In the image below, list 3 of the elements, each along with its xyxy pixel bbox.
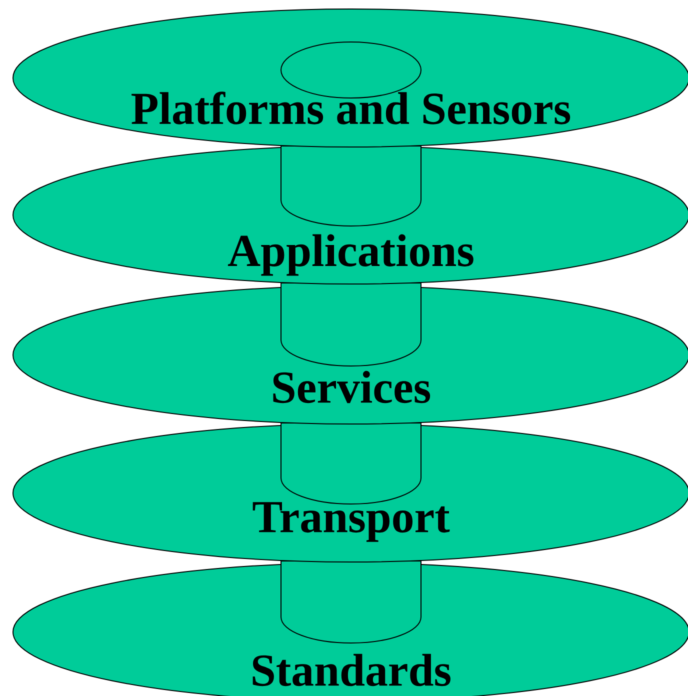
cylinder-segment — [280, 282, 422, 366]
cylinder-segment — [280, 146, 422, 226]
cylinder-segment — [280, 560, 422, 644]
